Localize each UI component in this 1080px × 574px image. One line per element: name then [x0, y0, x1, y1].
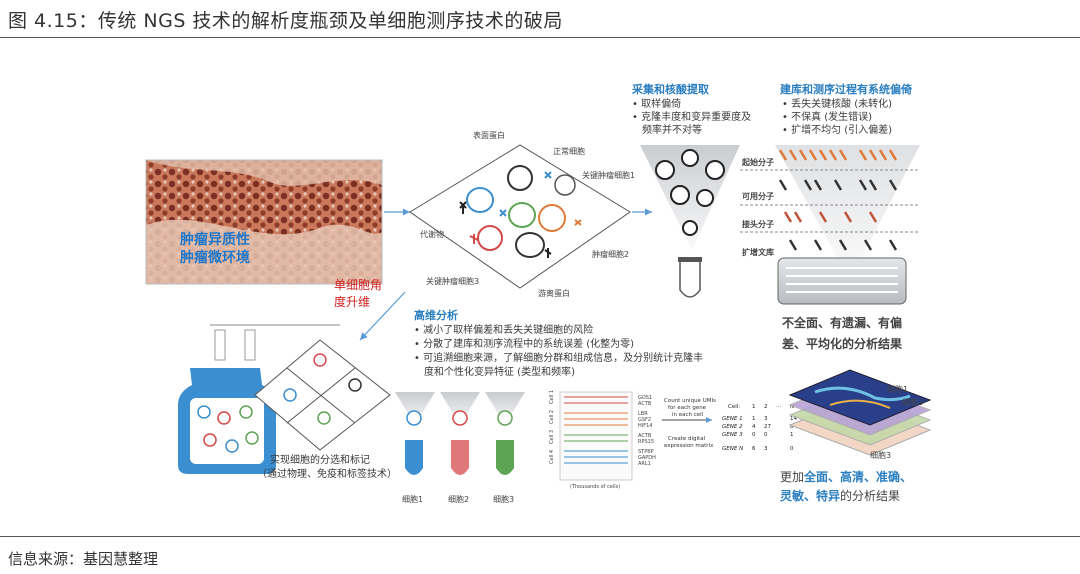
- bulk-result-line2: 差、平均化的分析结果: [781, 336, 902, 351]
- label-free-protein: 游离蛋白: [538, 288, 570, 298]
- layer-label-3: 细胞3: [870, 450, 891, 460]
- library-row-adapter: 接头分子: [742, 219, 774, 229]
- matrix-row-genen: GENE N: [722, 446, 743, 452]
- bulk-result-line1: 不全面、有遗漏、有偏: [782, 315, 902, 330]
- gene-c3-1: ACTB: [638, 433, 652, 439]
- final-result-line2: 灵敏、特异的分析结果: [780, 488, 900, 503]
- gene-top-1: GOS1: [638, 395, 652, 401]
- layer-label-1: 细胞1: [887, 384, 908, 394]
- collection-bullet-2: • 克隆丰度和变异重要度及: [632, 110, 751, 123]
- collection-bullet-1: • 取样偏倚: [632, 97, 681, 110]
- matrix-header-1: 1: [752, 404, 756, 410]
- create-note-1: Create digital: [668, 436, 706, 442]
- matrix-cell: 3: [764, 416, 768, 422]
- matrix-header-cell: Cell:: [728, 404, 740, 410]
- matrix-cell: 14: [790, 416, 797, 422]
- matrix-row-gene2: GENE 2: [722, 424, 743, 430]
- library-row-usable: 可用分子: [742, 191, 774, 201]
- final-result-line1: 更加全面、高清、准确、: [780, 469, 912, 484]
- cell-tubes: [395, 392, 525, 475]
- high-dim-heading: 高维分析: [414, 308, 458, 322]
- collection-heading: 采集和核酸提取: [631, 82, 709, 96]
- cell-bottle: [178, 324, 340, 474]
- sorting-line2: （通过物理、免疫和标签技术）: [257, 467, 397, 480]
- matrix-xlabel: (Thousands of cells): [570, 484, 620, 490]
- gene-c4-1: STPBP: [638, 449, 654, 455]
- layer-label-2: 细胞2: [902, 397, 923, 407]
- tissue-label-microenvironment: 肿瘤微环境: [180, 249, 250, 266]
- title-rule: [0, 37, 1080, 38]
- high-dim-bullet-4: 度和个性化变异特征 (类型和频率): [424, 365, 575, 378]
- tissue-label-heterogeneity: 肿瘤异质性: [180, 231, 250, 248]
- cell-label-1: Cell 1: [549, 390, 555, 404]
- cell-icon: [466, 165, 576, 258]
- tube-label-3: 细胞3: [493, 494, 514, 504]
- sorting-grid: [254, 339, 391, 451]
- matrix-cell: 4: [752, 424, 756, 430]
- high-dim-bullet-1: • 减小了取样偏差和丢失关键细胞的风险: [414, 323, 593, 336]
- matrix-row-gene3: GENE 3: [722, 432, 743, 438]
- library-row-amplified: 扩增文库: [742, 247, 774, 257]
- matrix-cell: 27: [764, 424, 771, 430]
- arrow-to-single-cell: [359, 291, 406, 341]
- collection-funnel: [640, 145, 740, 298]
- count-note-2: for each gene: [668, 405, 707, 411]
- label-tumor-cell2: 肿瘤细胞2: [592, 249, 629, 259]
- high-dim-bullet-3: • 可追溯细胞来源，了解细胞分群和组成信息，及分别统计克隆丰: [414, 351, 703, 364]
- matrix-cell: 0: [790, 446, 794, 452]
- cell-label-2: Cell 2: [549, 410, 555, 424]
- library-heading: 建库和测序过程有系统偏倚: [780, 82, 912, 96]
- label-key-tumor-cell3: 关键肿瘤细胞3: [426, 276, 479, 286]
- sequence-reads: [559, 391, 633, 481]
- source-note: 信息来源：基因慧整理: [8, 550, 159, 568]
- library-bullet-3: • 扩增不均匀 (引入偏差): [782, 123, 892, 136]
- matrix-cell: 1: [790, 432, 794, 438]
- gene-c2-1: LBR: [638, 411, 648, 417]
- tumor-microenvironment-panel: [409, 144, 631, 289]
- matrix-cell: 6: [752, 446, 756, 452]
- matrix-header-n: N: [790, 404, 794, 410]
- gene-c2-2: GSF2: [638, 417, 651, 423]
- matrix-cell: 8: [790, 424, 794, 430]
- collection-bullet-3: 频率并不对等: [642, 123, 702, 136]
- tissue-image: [145, 159, 383, 285]
- library-row-start: 起始分子: [741, 157, 774, 167]
- tube-label-2: 细胞2: [448, 494, 469, 504]
- count-note-1: Count unique UMIs: [664, 398, 716, 404]
- expression-matrix: Cell: 1 2 ··· N GENE 1 1 3 14 GENE 2 4 2…: [722, 404, 797, 452]
- label-surface-protein: 表面蛋白: [473, 130, 505, 140]
- matrix-header-dots: ···: [776, 404, 781, 410]
- library-funnel: [740, 145, 920, 305]
- layered-analysis-plot: [788, 369, 932, 456]
- single-cell-label-line2: 度升维: [334, 294, 370, 309]
- gene-c4-3: ARL1: [638, 461, 651, 467]
- gene-c4-2: GAPDH: [638, 455, 656, 461]
- count-note-3: in each cell: [672, 412, 704, 418]
- library-bullet-2: • 不保真 (发生错误): [782, 110, 872, 123]
- matrix-cell: 0: [764, 432, 768, 438]
- sorting-line1: 实现细胞的分选和标记: [270, 453, 370, 466]
- matrix-cell: 1: [752, 416, 756, 422]
- matrix-cell: 0: [752, 432, 756, 438]
- gene-top-2: ACTB: [638, 401, 652, 407]
- label-key-tumor-cell1: 关键肿瘤细胞1: [582, 170, 635, 180]
- matrix-cell: 3: [764, 446, 768, 452]
- matrix-row-gene1: GENE 1: [722, 416, 743, 422]
- library-bullet-1: • 丢失关键核酸 (未转化): [782, 97, 892, 110]
- source-rule: [0, 536, 1080, 537]
- label-metabolite: 代谢物: [420, 229, 444, 239]
- cell-label-3: Cell 3: [549, 430, 555, 444]
- cell-label-4: Cell 4: [549, 450, 555, 464]
- gene-c3-2: RPS15: [638, 439, 654, 445]
- single-cell-label-line1: 单细胞角: [334, 278, 382, 292]
- high-dim-bullet-2: • 分散了建库和测序流程中的系统误差 (化整为零): [414, 337, 634, 350]
- label-normal-cell: 正常细胞: [553, 146, 585, 156]
- protein-molecules: [459, 171, 582, 258]
- gene-c2-3: HIF14: [638, 423, 652, 429]
- create-note-2: expression matrix: [664, 443, 714, 449]
- matrix-header-2: 2: [764, 404, 768, 410]
- figure-title: 图 4.15：传统 NGS 技术的解析度瓶颈及单细胞测序技术的破局: [8, 10, 563, 32]
- tube-label-1: 细胞1: [402, 494, 423, 504]
